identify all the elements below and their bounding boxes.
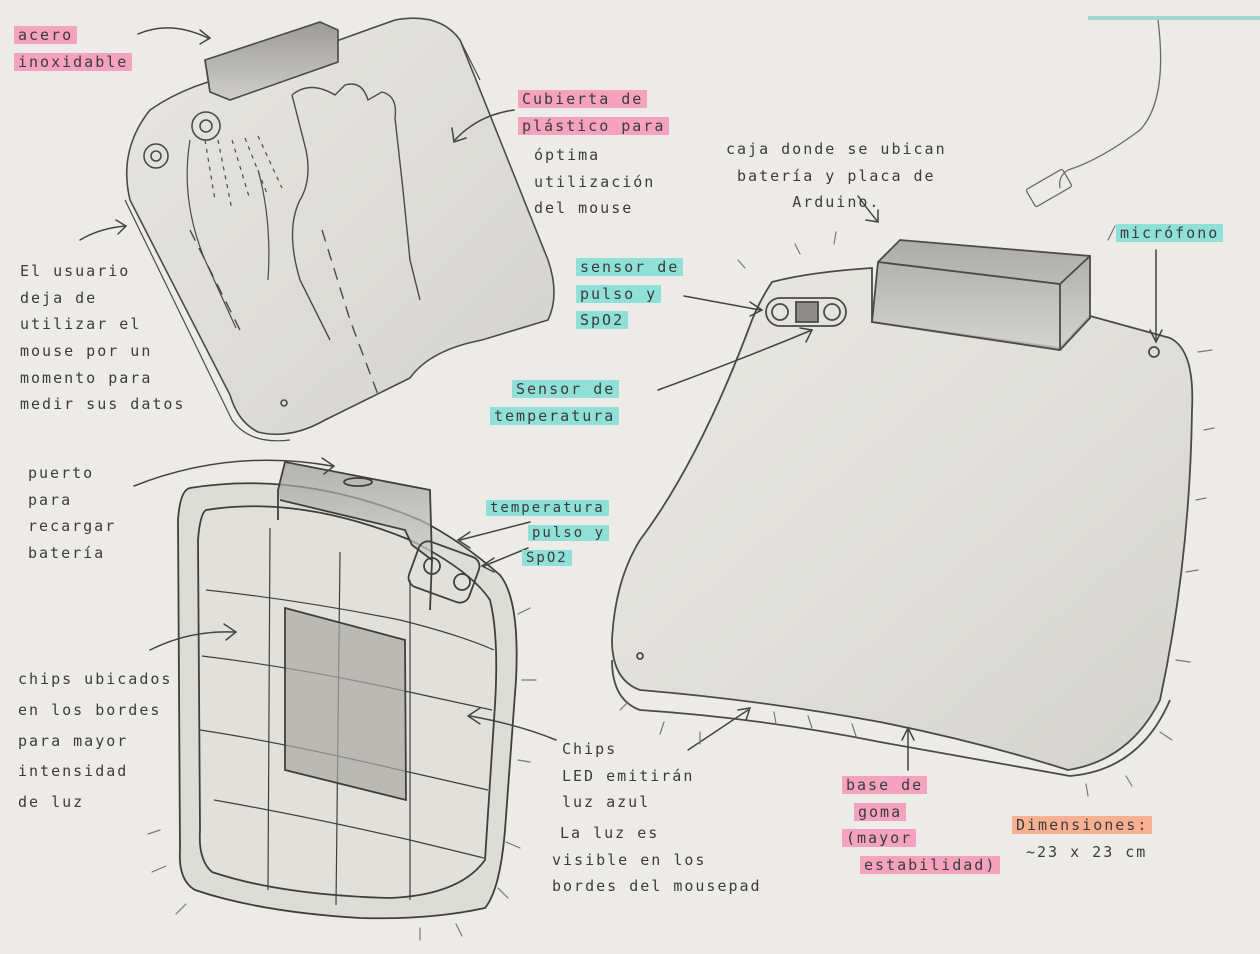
right-mousepad	[612, 240, 1192, 776]
note-microfono: micrófono	[1116, 220, 1223, 247]
note-cubierta: Cubierta de plástico para	[518, 86, 669, 139]
note-sensor-pulso: sensor de pulso y SpO2	[576, 254, 683, 334]
usb-cable	[1026, 20, 1161, 207]
note-chips-bordes: chips ubicados en los bordes para mayor …	[18, 664, 172, 818]
note-dimensiones: Dimensiones: ~23 x 23 cm	[1012, 812, 1152, 865]
note-temp-pulso: temperatura pulso y SpO2	[486, 496, 609, 571]
note-cubierta-desc: óptima utilización del mouse	[534, 142, 655, 222]
note-sensor-temp: Sensor de temperatura	[490, 376, 619, 429]
note-usuario: El usuario deja de utilizar el mouse por…	[20, 258, 185, 418]
note-acero: acero inoxidable	[14, 22, 132, 75]
note-base: base de goma (mayor estabilidad)	[842, 772, 1000, 879]
note-luz-visible: La luz es visible en los bordes del mous…	[552, 820, 762, 900]
note-chips-led: Chips LED emitirán luz azul	[562, 736, 694, 816]
bottom-mousepad	[178, 462, 517, 918]
note-puerto: puerto para recargar batería	[28, 460, 116, 567]
note-caja: caja donde se ubican batería y placa de …	[726, 136, 947, 216]
